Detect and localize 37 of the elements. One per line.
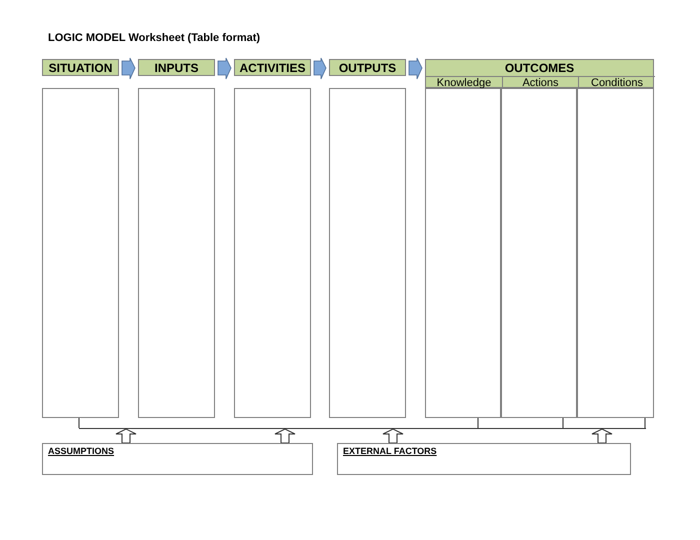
note-heading: EXTERNAL FACTORS xyxy=(343,447,438,456)
header-text: OUTCOMES xyxy=(504,60,574,77)
header-text: OUTPUTS xyxy=(338,62,396,74)
header-text: INPUTS xyxy=(154,62,198,74)
flow-arrow xyxy=(314,58,326,80)
stage-header xyxy=(234,59,311,76)
header-text: ACTIVITIES xyxy=(239,62,306,74)
connector-line xyxy=(78,418,80,428)
hollow-arrow xyxy=(382,428,404,444)
hollow-arrow xyxy=(116,428,136,444)
entry-column xyxy=(425,88,501,418)
bracket-line xyxy=(79,428,646,429)
flow-arrow xyxy=(122,58,136,80)
outcomes-header xyxy=(425,59,654,88)
stage-header xyxy=(329,59,406,76)
entry-column xyxy=(329,88,406,418)
connector-line xyxy=(644,418,646,428)
title: LOGIC MODEL Worksheet (Table format) xyxy=(48,31,260,46)
note-box xyxy=(42,443,313,475)
flow-arrow xyxy=(218,58,232,80)
header-text: Conditions xyxy=(591,78,643,88)
note-heading: ASSUMPTIONS xyxy=(48,447,116,456)
entry-column xyxy=(42,88,119,418)
stage-header xyxy=(138,59,215,76)
entry-column xyxy=(138,88,215,418)
hollow-arrow xyxy=(592,428,612,444)
note-box xyxy=(337,443,631,475)
header-text: Actions xyxy=(522,78,559,88)
flow-arrow xyxy=(408,58,422,80)
entry-column xyxy=(234,88,311,418)
header-text: SITUATION xyxy=(48,62,112,74)
hollow-arrow xyxy=(274,428,296,444)
header-text: Knowledge xyxy=(436,78,492,88)
stage-header xyxy=(42,59,119,76)
connector-line xyxy=(562,418,564,428)
entry-column xyxy=(577,88,654,418)
entry-column xyxy=(501,88,577,418)
